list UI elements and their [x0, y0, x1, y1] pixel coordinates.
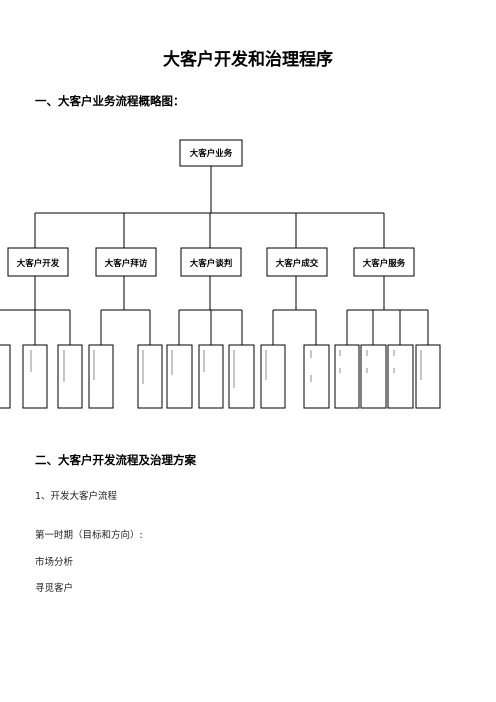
- leaf-node-box: [415, 344, 441, 409]
- branch-label-visit: 大客户拜访: [104, 259, 148, 269]
- leaf-node-box: [387, 344, 414, 409]
- leaf-text-marks: [30, 350, 422, 388]
- leaf-node-box: [137, 344, 163, 409]
- leaf-node-box: [228, 344, 255, 409]
- leaf-node-box: [303, 344, 330, 409]
- section-heading-1: 一、大客户业务流程概略图：: [35, 94, 185, 108]
- paragraph-phase-1: 第一时期（目标和方向）:: [35, 530, 143, 541]
- branch-node-box: [353, 247, 415, 277]
- leaf-node-box: [88, 344, 114, 409]
- root-node-label: 大客户业务: [189, 149, 233, 159]
- leaf-node-box: [57, 344, 83, 409]
- leaf-node-box: [166, 344, 193, 409]
- paragraph-find-customers: 寻觅客户: [35, 583, 74, 594]
- branch-node-box: [7, 247, 69, 277]
- leaf-node-box: [260, 344, 286, 409]
- section-heading-2: 二、大客户开发流程及治理方案: [35, 453, 196, 467]
- branch-node-box: [266, 247, 328, 277]
- document-title: 大客户开发和治理程序: [163, 50, 333, 70]
- list-item-1: 1、开发大客户流程: [35, 491, 118, 502]
- branch-label-negotiate: 大客户谈判: [189, 259, 233, 269]
- branch-label-close: 大客户成交: [275, 259, 319, 269]
- leaf-node-box: [334, 344, 360, 409]
- leaf-node-box: [0, 344, 11, 409]
- branch-label-develop: 大客户开发: [16, 259, 60, 269]
- paragraph-market-analysis: 市场分析: [35, 557, 74, 568]
- leaf-node-box: [22, 344, 48, 409]
- branch-node-box: [95, 247, 157, 277]
- leaf-node-box: [198, 344, 224, 409]
- branch-node-box: [180, 247, 242, 277]
- leaf-node-box: [360, 344, 387, 409]
- root-node-box: [179, 139, 243, 167]
- branch-label-service: 大客户服务: [362, 259, 406, 269]
